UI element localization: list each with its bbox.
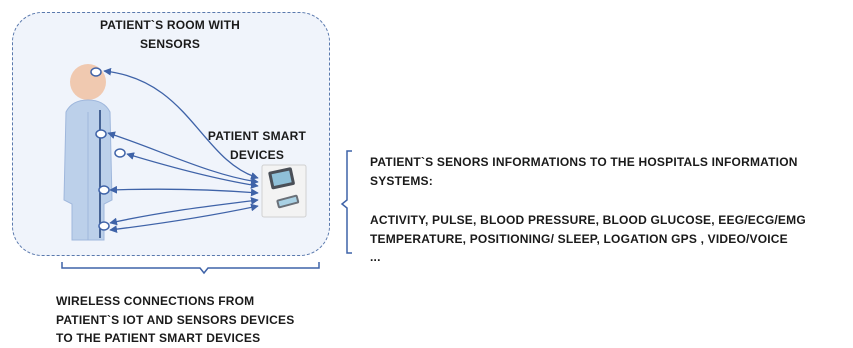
- info-items: ACTIVITY, PULSE, BLOOD PRESSURE, BLOOD G…: [370, 211, 850, 267]
- info-bracket: [340, 150, 352, 254]
- sensor-icon: [95, 129, 107, 139]
- sensor-icon: [114, 148, 126, 158]
- info-item: ...: [370, 250, 381, 265]
- sensor-icon: [90, 67, 102, 77]
- wireless-connections-label: WIRELESS CONNECTIONS FROM PATIENT`S IOT …: [56, 294, 295, 346]
- info-title: PATIENT`S SENORS INFORMATIONS TO THE HOS…: [370, 155, 798, 188]
- patient-figure-icon: [63, 64, 113, 241]
- room-title: PATIENT`S ROOM WITH SENSORS: [99, 18, 240, 51]
- tablet-icon: [268, 167, 295, 190]
- wireless-arrows: [103, 67, 259, 234]
- smart-devices-label: PATIENT SMART DEVICES: [207, 129, 307, 162]
- smartphone-icon: [276, 194, 300, 209]
- sensor-icon: [98, 185, 110, 195]
- info-item: ACTIVITY, PULSE, BLOOD PRESSURE, BLOOD G…: [370, 213, 806, 227]
- sensor-icon: [98, 221, 110, 231]
- wireless-bracket: [61, 262, 320, 275]
- info-item: TEMPERATURE, POSITIONING/ SLEEP, LOGATIO…: [370, 231, 788, 246]
- smart-devices-icon: [261, 164, 307, 218]
